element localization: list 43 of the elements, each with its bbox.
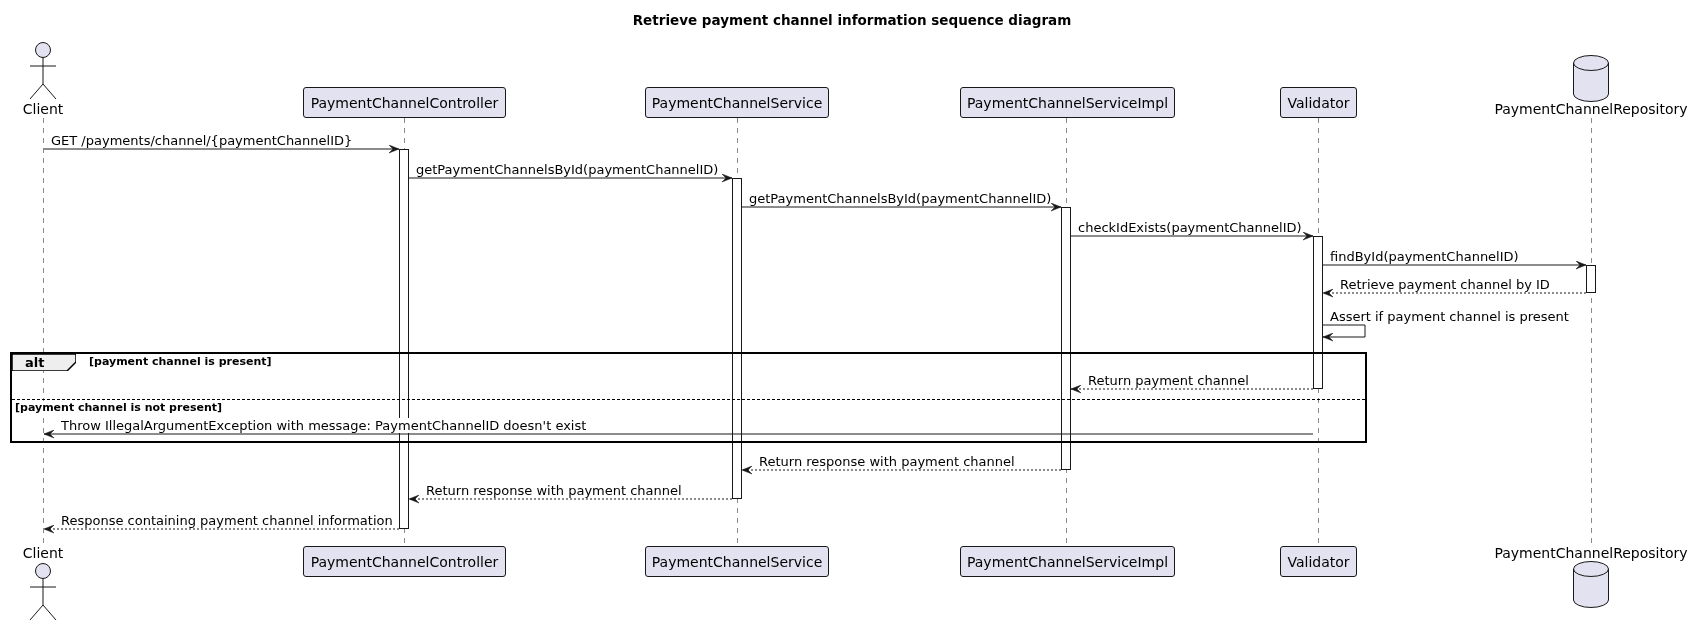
participant-box: PaymentChannelController [303, 546, 506, 577]
lifeline [42, 118, 44, 545]
participant-box: PaymentChannelServiceImpl [960, 546, 1175, 577]
message-label: GET /payments/channel/{paymentChannelID} [51, 133, 353, 148]
dashed-arrow [741, 465, 1062, 475]
dashed-arrow [1322, 288, 1587, 298]
message-label: Throw IllegalArgumentException with message: PaymentChannelID doesn't exist [61, 418, 587, 433]
arrow [1322, 260, 1587, 270]
participant-box: PaymentChannelController [303, 87, 506, 118]
message-label: Assert if payment channel is present [1330, 309, 1569, 324]
arrow [741, 202, 1062, 212]
message-label: Return response with payment channel [426, 483, 682, 498]
participant-name: PaymentChannelRepository [1494, 545, 1688, 562]
participant-box: PaymentChannelServiceImpl [960, 87, 1175, 118]
title: Retrieve payment channel information sequence diagram [632, 12, 1072, 28]
message-label: Response containing payment channel information [61, 513, 393, 528]
dashed-arrow [43, 524, 400, 534]
participant-name: Client [22, 101, 64, 118]
arrow [408, 173, 733, 183]
message-label: checkIdExists(paymentChannelID) [1078, 220, 1302, 235]
arrow [43, 144, 400, 154]
lifeline [1061, 118, 1071, 545]
arrow [1322, 324, 1366, 342]
fragment-tab: alt [12, 354, 76, 371]
message-label: Retrieve payment channel by ID [1340, 277, 1550, 292]
dashed-arrow [408, 494, 733, 504]
participant-box: Validator [1280, 546, 1357, 577]
participant-name: Client [22, 545, 64, 562]
lifeline [732, 118, 742, 545]
message-label: getPaymentChannelsById(paymentChannelID) [749, 191, 1052, 206]
guard-condition: [payment channel is present] [89, 355, 272, 368]
message-label: findById(paymentChannelID) [1330, 249, 1519, 264]
arrow [1070, 231, 1314, 241]
guard-condition: [payment channel is not present] [15, 401, 222, 414]
message-label: getPaymentChannelsById(paymentChannelID) [416, 162, 719, 177]
participant-box: PaymentChannelService [645, 87, 829, 118]
dashed-arrow [1070, 384, 1314, 394]
arrow [43, 429, 1314, 439]
participant-name: PaymentChannelRepository [1494, 101, 1688, 118]
participant-box: Validator [1280, 87, 1357, 118]
message-label: Return response with payment channel [759, 454, 1015, 469]
message-label: Return payment channel [1088, 373, 1249, 388]
participant-box: PaymentChannelService [645, 546, 829, 577]
